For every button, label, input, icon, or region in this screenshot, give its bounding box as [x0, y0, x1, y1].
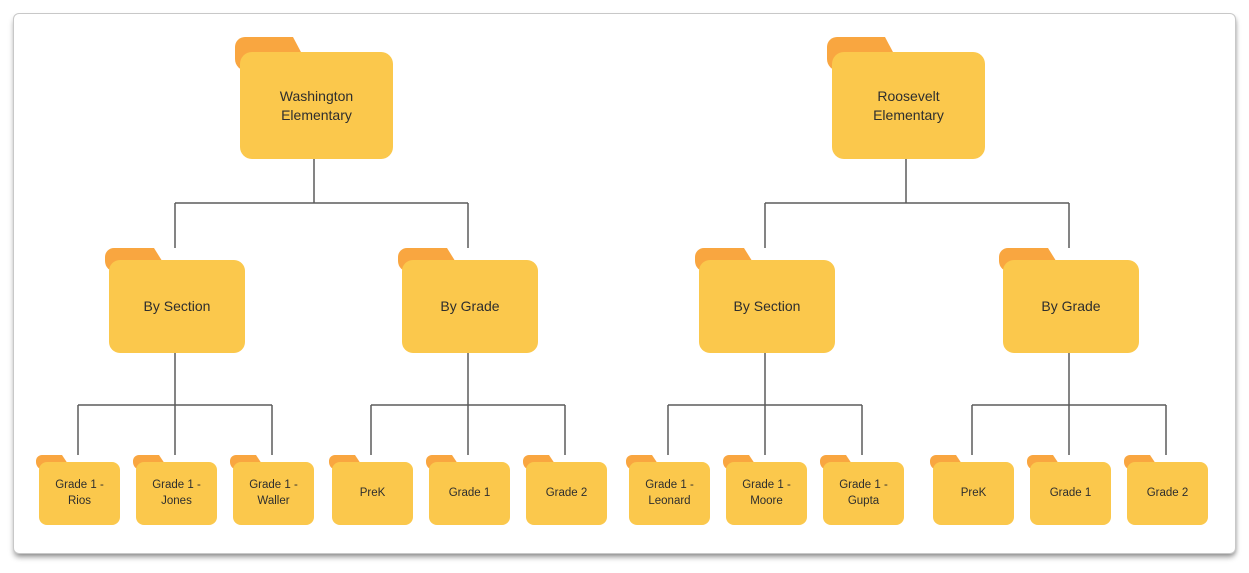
- folder-body: Grade 2: [526, 462, 607, 525]
- folder-body: Grade 1 - Moore: [726, 462, 807, 525]
- folder-washington-by-grade[interactable]: By Grade: [398, 248, 538, 353]
- folder-grade1-moore[interactable]: Grade 1 - Moore: [723, 455, 807, 525]
- folder-body: Grade 1: [1030, 462, 1111, 525]
- folder-washington-grade2[interactable]: Grade 2: [523, 455, 607, 525]
- folder-body: PreK: [332, 462, 413, 525]
- folder-label: PreK: [359, 486, 386, 499]
- folder-body: By Grade: [1003, 260, 1139, 353]
- folder-roosevelt-by-section[interactable]: By Section: [695, 248, 835, 353]
- folder-label: Grade 1 - Moore: [742, 478, 791, 507]
- folder-body: Grade 1 - Rios: [39, 462, 120, 525]
- folder-body: By Section: [109, 260, 245, 353]
- folder-washington-elementary[interactable]: Washington Elementary: [235, 37, 393, 159]
- connector-lines-washington: [77, 159, 566, 455]
- folder-label: Roosevelt Elementary: [873, 87, 944, 123]
- folder-label: By Grade: [440, 298, 500, 315]
- folder-roosevelt-by-grade[interactable]: By Grade: [999, 248, 1139, 353]
- folder-label: Grade 1: [448, 486, 491, 499]
- folder-body: By Section: [699, 260, 835, 353]
- folder-washington-by-section[interactable]: By Section: [105, 248, 245, 353]
- folder-grade1-jones[interactable]: Grade 1 - Jones: [133, 455, 217, 525]
- folder-label: PreK: [960, 486, 987, 499]
- folder-body: Washington Elementary: [240, 52, 393, 159]
- connector-lines-roosevelt: [667, 159, 1167, 455]
- folder-washington-grade1[interactable]: Grade 1: [426, 455, 510, 525]
- folder-roosevelt-elementary[interactable]: Roosevelt Elementary: [827, 37, 985, 159]
- folder-grade1-leonard[interactable]: Grade 1 - Leonard: [626, 455, 710, 525]
- folder-roosevelt-grade2[interactable]: Grade 2: [1124, 455, 1208, 525]
- folder-grade1-rios[interactable]: Grade 1 - Rios: [36, 455, 120, 525]
- folder-label: Washington Elementary: [279, 87, 354, 123]
- folder-grade1-gupta[interactable]: Grade 1 - Gupta: [820, 455, 904, 525]
- folder-roosevelt-grade1[interactable]: Grade 1: [1027, 455, 1111, 525]
- folder-label: By Section: [733, 298, 801, 315]
- folder-label: By Section: [143, 298, 211, 315]
- folder-body: Grade 1 - Waller: [233, 462, 314, 525]
- folder-label: By Grade: [1041, 298, 1101, 315]
- folder-body: Grade 2: [1127, 462, 1208, 525]
- folder-body: Grade 1 - Jones: [136, 462, 217, 525]
- folder-label: Grade 1 - Leonard: [645, 478, 694, 507]
- folder-label: Grade 2: [545, 486, 588, 499]
- folder-washington-prek[interactable]: PreK: [329, 455, 413, 525]
- folder-body: Grade 1: [429, 462, 510, 525]
- folder-label: Grade 1 - Jones: [152, 478, 201, 507]
- folder-body: PreK: [933, 462, 1014, 525]
- folder-label: Grade 1: [1049, 486, 1092, 499]
- folder-label: Grade 1 - Rios: [55, 478, 104, 507]
- folder-label: Grade 1 - Gupta: [839, 478, 888, 507]
- folder-label: Grade 2: [1146, 486, 1189, 499]
- folder-roosevelt-prek[interactable]: PreK: [930, 455, 1014, 525]
- folder-grade1-waller[interactable]: Grade 1 - Waller: [230, 455, 314, 525]
- folder-label: Grade 1 - Waller: [249, 478, 298, 507]
- folder-body: By Grade: [402, 260, 538, 353]
- folder-body: Roosevelt Elementary: [832, 52, 985, 159]
- folder-body: Grade 1 - Gupta: [823, 462, 904, 525]
- folder-body: Grade 1 - Leonard: [629, 462, 710, 525]
